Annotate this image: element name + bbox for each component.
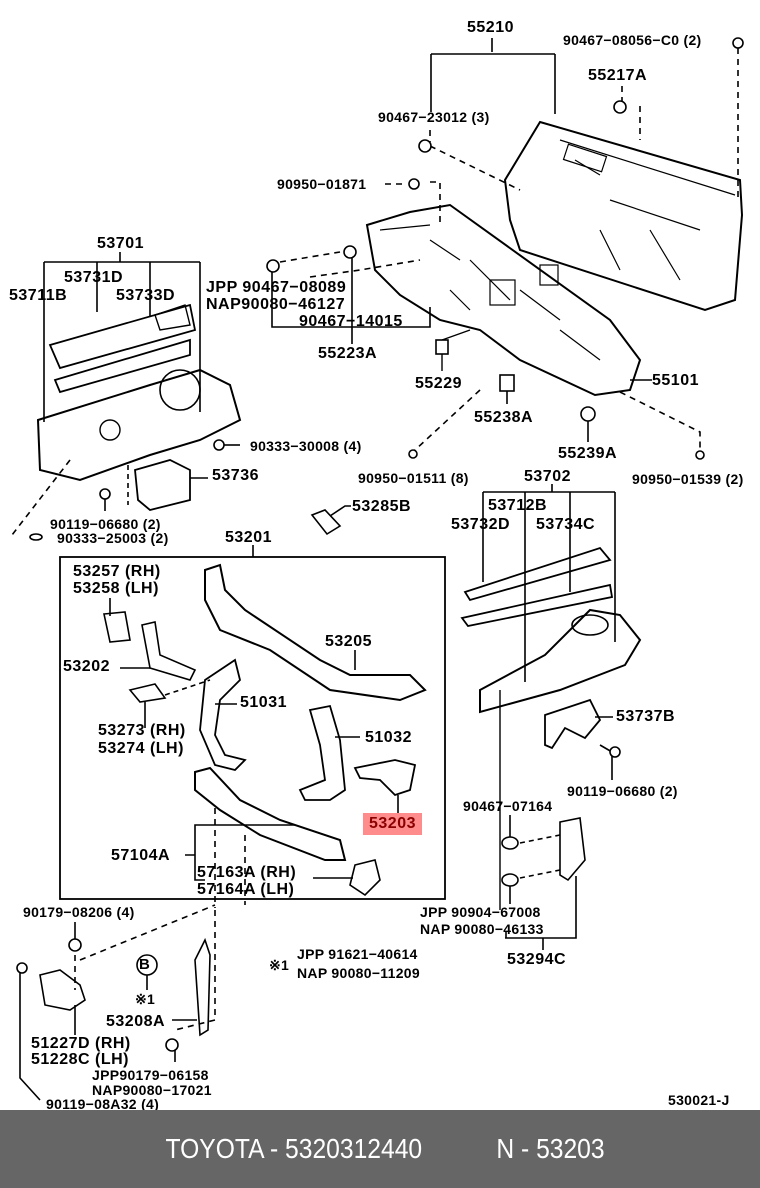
label-90950-01511: 90950−01511 (8) (358, 470, 469, 486)
part-53285B (310, 509, 342, 536)
note1-mark: ※1 (269, 957, 290, 973)
label-90950-01539: 90950−01539 (2) (632, 471, 744, 487)
label-55210: 55210 (467, 19, 514, 36)
leader-55223A (271, 257, 431, 344)
label-51227D-rh: 51227D (RH) (31, 1035, 131, 1052)
label-53712B: 53712B (488, 497, 548, 514)
label-nap-90080-17021: NAP90080−17021 (92, 1082, 212, 1098)
leader-55210 (430, 38, 556, 114)
label-55223A: 55223A (318, 345, 378, 362)
label-57163A-rh: 57163A (RH) (197, 864, 297, 881)
label-90467-08056: 90467−08056−C0 (2) (563, 32, 702, 48)
footer-ref-number: N - 53203 (496, 1133, 605, 1164)
part-51031 (199, 658, 247, 771)
label-53203-highlighted[interactable]: 53203 (363, 813, 422, 835)
label-90467-07164: 90467−07164 (463, 798, 553, 814)
label-53274-lh: 53274 (LH) (98, 740, 184, 757)
label-57164A-lh: 57164A (LH) (197, 881, 295, 898)
label-90467-14015: 90467−14015 (299, 313, 403, 330)
label-note1-jpp-91621-40614: JPP 91621−40614 (297, 946, 418, 962)
label-55229: 55229 (415, 375, 462, 392)
parts-line-art (11, 37, 744, 1101)
label-90119-06680-left: 90119−06680 (2) (50, 516, 161, 532)
label-53258-lh: 53258 (LH) (73, 580, 159, 597)
label-53702: 53702 (524, 468, 571, 485)
label-55217A: 55217A (588, 67, 648, 84)
label-53273-rh: 53273 (RH) (98, 722, 186, 739)
label-nap-90080-46127: NAP90080−46127 (206, 296, 346, 313)
label-53731D: 53731D (64, 269, 124, 286)
label-jpp-90467-08089: JPP 90467−08089 (206, 279, 347, 296)
leader-53702 (482, 484, 616, 682)
label-53737B: 53737B (616, 708, 676, 725)
label-53205: 53205 (325, 633, 372, 650)
label-90950-01871: 90950−01871 (277, 176, 367, 192)
label-53257-rh: 53257 (RH) (73, 563, 161, 580)
part-57104A (194, 766, 347, 861)
footer-part-number: TOYOTA - 5320312440 (165, 1133, 422, 1164)
label-53711B: 53711B (9, 287, 68, 304)
part-53736 (134, 459, 191, 511)
part-51032 (298, 704, 346, 801)
label-53734C: 53734C (536, 516, 596, 533)
part-53737B (544, 698, 602, 750)
leader-90467-23012 (429, 130, 521, 191)
leader-53701 (43, 252, 201, 422)
label-53736: 53736 (212, 467, 259, 484)
part-53208A (194, 937, 211, 1037)
label-53202: 53202 (63, 658, 110, 675)
ref-circle-b: B (139, 956, 151, 973)
part-55101-dash-lower (365, 203, 642, 397)
label-53732D: 53732D (451, 516, 511, 533)
label-90179-08206: 90179−08206 (4) (23, 904, 135, 920)
label-90467-23012: 90467−23012 (3) (378, 109, 490, 125)
part-53205 (204, 563, 427, 702)
part-51227D (39, 969, 86, 1011)
part-53203 (353, 759, 417, 797)
label-53208A: 53208A (106, 1013, 166, 1030)
part-53294C (559, 817, 586, 882)
label-90119-06680-right: 90119−06680 (2) (567, 783, 678, 799)
label-nap-90080-46133: NAP 90080−46133 (420, 921, 544, 937)
label-jpp-90179-06158: JPP90179−06158 (92, 1067, 209, 1083)
part-55210-dash-upper (503, 120, 744, 312)
label-53294C: 53294C (507, 951, 567, 968)
label-55101: 55101 (652, 372, 699, 389)
leader-55217A (621, 86, 641, 140)
label-53201: 53201 (225, 529, 272, 546)
label-51032: 51032 (365, 729, 412, 746)
label-90333-25003: 90333−25003 (2) (57, 530, 169, 546)
label-90333-30008: 90333−30008 (4) (250, 438, 362, 454)
parts-diagram: 55210 90467−08056−C0 (2) 55217A 90467−23… (9, 19, 744, 1112)
label-90119-08A32: 90119−08A32 (4) (46, 1096, 160, 1112)
footer-bar: TOYOTA - 5320312440 N - 53203 (0, 1110, 760, 1188)
label-53285B: 53285B (352, 498, 412, 515)
label-51228C-lh: 51228C (LH) (31, 1051, 129, 1068)
label-jpp-90904-67008: JPP 90904−67008 (420, 904, 541, 920)
label-55238A: 55238A (474, 409, 534, 426)
label-57104A: 57104A (111, 847, 171, 864)
label-star1: ※1 (135, 991, 156, 1007)
label-51031: 51031 (240, 694, 287, 711)
label-note1-nap-90080-11209: NAP 90080−11209 (297, 965, 420, 981)
label-53733D: 53733D (116, 287, 176, 304)
label-53701: 53701 (97, 235, 144, 252)
part-53711B-apron (36, 368, 242, 482)
label-55239A: 55239A (558, 445, 618, 462)
diagram-code: 530021-J (668, 1092, 730, 1108)
